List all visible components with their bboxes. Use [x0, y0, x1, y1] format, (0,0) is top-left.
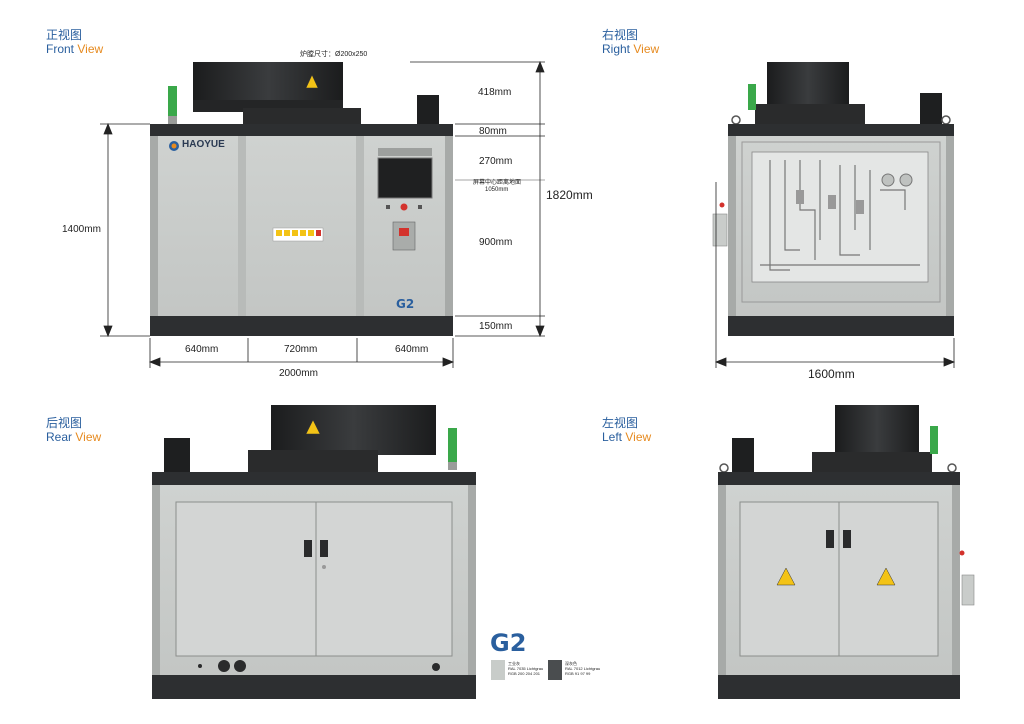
model-logo-small: G2: [396, 297, 415, 311]
swatch-light-label: 工业灰 RAL 7035 Lichtgrau RGB 200 204 201: [508, 661, 544, 676]
dim-418: 418mm: [478, 87, 512, 98]
right-view-machine: [712, 62, 954, 336]
dim-80: 80mm: [479, 126, 507, 137]
right-view-title: 右视图 Right View: [602, 28, 660, 56]
dim-total-width: 2000mm: [279, 368, 318, 379]
swatch-dark-grey: [548, 660, 562, 680]
rear-view-title: 后视图 Rear View: [46, 416, 102, 444]
screen-height-note: 屏幕中心距离地面 1050mm: [473, 180, 522, 193]
dim-150: 150mm: [479, 321, 513, 332]
dim-270: 270mm: [479, 156, 513, 167]
signal-light-icon: [168, 86, 177, 116]
furnace-size-label: 炉膛尺寸：Ø200x250: [300, 51, 368, 58]
dim-720: 720mm: [284, 344, 318, 355]
left-view-title: 左视图 Left View: [602, 416, 652, 444]
dim-900: 900mm: [479, 237, 513, 248]
dim-total-height: 1820mm: [546, 188, 593, 202]
model-logo-large: G2: [490, 629, 527, 657]
right-dimension-lines: [714, 182, 956, 368]
dim-depth: 1600mm: [808, 367, 855, 381]
dim-640-right: 640mm: [395, 344, 429, 355]
brand-name: HAOYUE: [182, 139, 225, 150]
front-view-machine: [150, 62, 453, 336]
swatch-light-grey: [491, 660, 505, 680]
front-dimension-lines: [100, 60, 545, 368]
dim-640-left: 640mm: [185, 344, 219, 355]
front-view-title: 正视图 Front View: [46, 28, 104, 56]
rear-view-machine: [152, 405, 476, 699]
warning-icon: [305, 74, 319, 89]
warning-icon: [876, 567, 896, 586]
swatch-dark-label: 深灰色 RAL 7012 Lichtgrau RGB 91 97 99: [565, 661, 601, 676]
dim-body-height: 1400mm: [62, 224, 101, 235]
warning-icon: [776, 567, 796, 586]
left-view-machine: [718, 405, 975, 699]
